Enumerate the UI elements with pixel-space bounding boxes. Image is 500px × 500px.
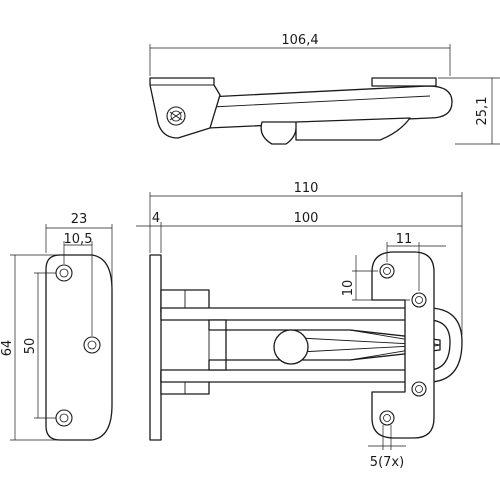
dim-plate-width: 23 — [71, 212, 88, 227]
top-view-knob — [260, 121, 297, 145]
dim-hole-spacing: 50 — [23, 338, 38, 355]
keeper-hole-4 — [379, 410, 395, 426]
dim-plate-thickness: 4 — [152, 211, 160, 226]
top-view-right-bracket — [371, 77, 437, 87]
dim-arm-length: 100 — [294, 211, 319, 226]
plate-view-dimensions: 23 10,5 64 50 — [0, 212, 113, 441]
top-view-dimensions: 106,4 25,1 — [149, 33, 500, 145]
plate-view — [45, 254, 113, 441]
top-view-hinge-bracket — [149, 77, 221, 139]
front-view — [149, 251, 463, 441]
slide-knob — [273, 329, 309, 365]
keeper-hole-1 — [379, 263, 395, 279]
dim-top-length: 106,4 — [281, 33, 318, 48]
dim-top-height: 25,1 — [475, 97, 490, 126]
hinge-base-plate — [149, 254, 162, 441]
plate-hole-middle — [83, 336, 101, 354]
top-view — [149, 77, 453, 145]
plate-hole-bottom — [55, 409, 73, 427]
front-view-dimensions: 110 4 100 11 10 5(7x) — [136, 181, 463, 470]
dim-keeper-hole-pitch: 10 — [341, 280, 356, 297]
dim-keeper-hole-size: 5(7x) — [370, 455, 404, 470]
mounting-plate-outline — [45, 254, 113, 441]
keeper-hole-3 — [411, 381, 427, 397]
keeper-hole-2 — [411, 292, 427, 308]
dim-hole-offset: 10,5 — [64, 232, 93, 247]
dim-keeper-hole-offset: 11 — [396, 232, 413, 247]
top-view-arm — [207, 85, 453, 129]
plate-hole-top — [55, 264, 73, 282]
dim-total-length: 110 — [294, 181, 319, 196]
dim-plate-height: 64 — [0, 340, 15, 357]
